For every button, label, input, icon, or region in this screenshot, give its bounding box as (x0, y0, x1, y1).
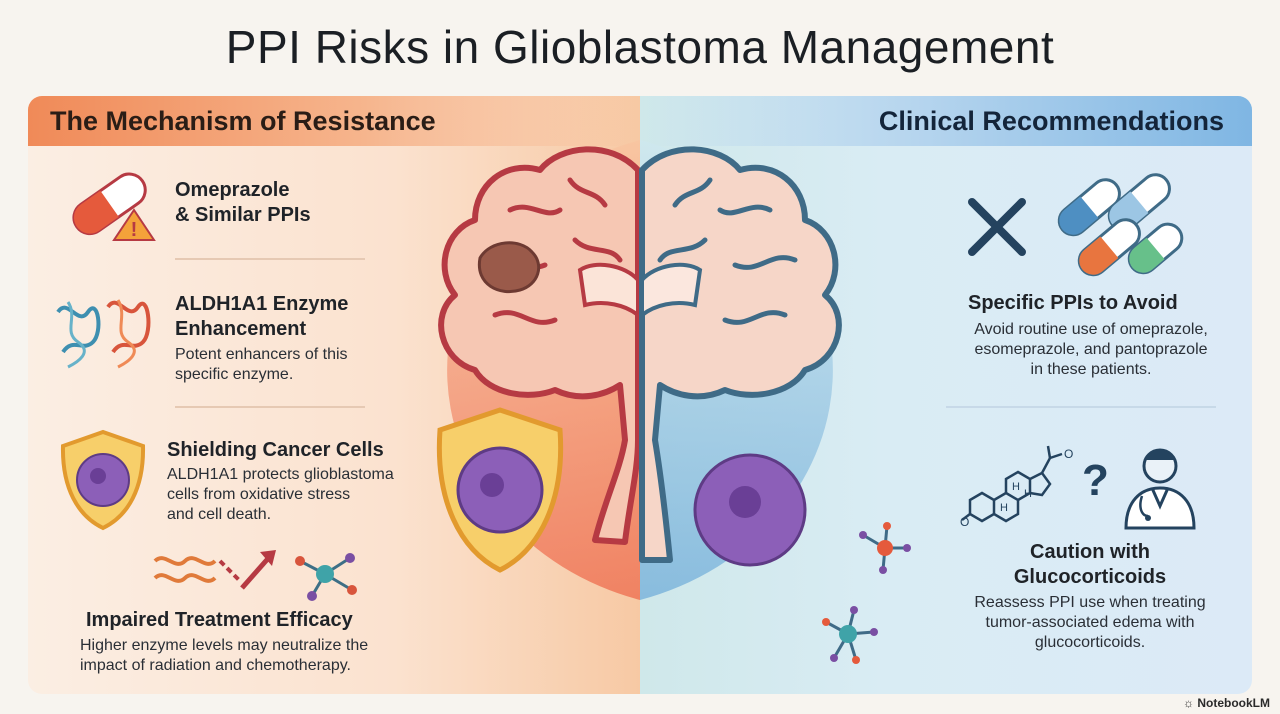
glucocorticoids-description: Reassess PPI use when treating tumor-ass… (974, 594, 1206, 651)
right-divider (946, 406, 1216, 408)
aldh1a1-heading: ALDH1A1 Enzyme Enhancement (175, 293, 349, 340)
omeprazole-heading: Omeprazole & Similar PPIs (175, 179, 311, 226)
left-divider-1 (175, 258, 365, 260)
protein-structure-icon (56, 299, 151, 369)
aldh1a1-description: Potent enhancers of this specific enzyme… (175, 346, 348, 383)
steroid-h-label-3: H (1024, 488, 1032, 500)
question-icon: ? (1082, 456, 1109, 505)
impaired-efficacy-description: Higher enzyme levels may neutralize the … (80, 637, 369, 674)
impaired-efficacy-heading: Impaired Treatment Efficacy (86, 609, 353, 631)
shielding-heading: Shielding Cancer Cells (167, 439, 384, 461)
steroid-oxygen-label: O (960, 515, 969, 529)
pill-warning-icon: ! (72, 172, 156, 241)
molecule-icon-right-1 (859, 522, 911, 574)
brain-illustration (436, 140, 842, 600)
ppis-to-avoid-heading: Specific PPIs to Avoid (968, 292, 1178, 314)
steroid-h-label-2: H (1012, 481, 1020, 493)
shield-cell-icon (60, 429, 146, 531)
right-header-band (640, 96, 1252, 146)
brand-label: ☼ NotebookLM (1183, 696, 1270, 710)
left-divider-2 (175, 406, 365, 408)
left-panel-header: The Mechanism of Resistance (50, 106, 436, 136)
right-panel-header: Clinical Recommendations (878, 106, 1224, 136)
cross-icon (968, 198, 1026, 256)
brand-text: NotebookLM (1197, 696, 1270, 710)
steroid-h-label-1: H (1000, 502, 1008, 514)
steroid-oxygen-label-2: O (1064, 447, 1073, 461)
ppis-to-avoid-description: Avoid routine use of omeprazole, esomepr… (974, 321, 1208, 378)
capsules-icon (1057, 173, 1184, 277)
steroid-structure-icon: O O H H H (960, 445, 1073, 529)
svg-text:!: ! (131, 219, 138, 241)
left-header-band (28, 96, 640, 146)
page-title: PPI Risks in Glioblastoma Management (225, 21, 1055, 73)
molecule-icon-right-2 (822, 606, 878, 664)
doctor-icon (1124, 448, 1196, 530)
molecule-icon (295, 553, 357, 601)
shielding-description: ALDH1A1 protects glioblastoma cells from… (167, 466, 394, 523)
wave-arrow-icon (153, 550, 276, 590)
glucocorticoids-heading: Caution with Glucocorticoids (1013, 541, 1167, 588)
